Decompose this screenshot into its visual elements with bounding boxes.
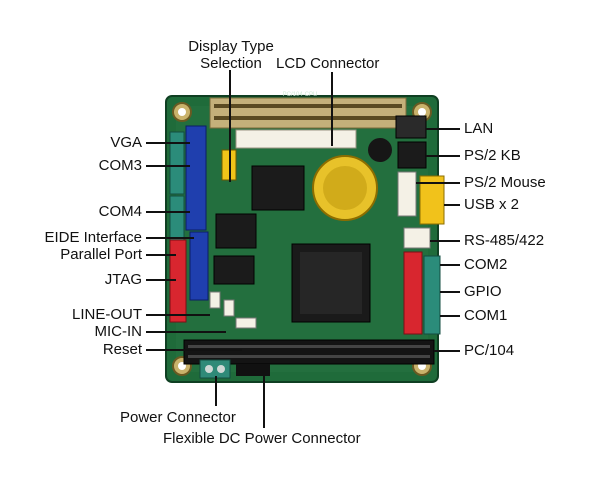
label-com4: COM4: [98, 203, 142, 220]
leader-lcd: [331, 72, 333, 146]
leader-usb: [444, 204, 460, 206]
battery-face: [323, 166, 367, 210]
label-flexible-dc: Flexible DC Power Connector: [163, 430, 361, 447]
pc104-pins: [188, 345, 430, 358]
lcd-white-connector: [235, 129, 357, 149]
teal-left-top: [169, 131, 185, 195]
leader-flex-dc: [263, 376, 265, 428]
power-screw-1: [205, 365, 213, 373]
leader-reset: [146, 349, 242, 351]
label-lcd-connector: LCD Connector: [276, 55, 380, 72]
label-power-connector: Power Connector: [120, 409, 236, 426]
board-silkscreen: PC/104-CPU: [283, 92, 318, 98]
label-pc104: PC/104: [464, 342, 515, 359]
red-header-left: [169, 239, 187, 323]
chip-2: [215, 213, 257, 249]
ps2-kb-connector: [397, 141, 427, 169]
label-gpio: GPIO: [464, 283, 502, 300]
label-display-type-line2: Selection: [200, 55, 262, 72]
lan-jack: [395, 115, 427, 139]
flex-dc-connector: [236, 364, 270, 376]
label-parallel-port: Parallel Port: [60, 246, 142, 263]
label-ps2-kb: PS/2 KB: [464, 147, 521, 164]
label-usb: USB x 2: [464, 196, 520, 213]
lcd-header-pins: [214, 104, 402, 120]
ps2-mouse-connector: [397, 171, 417, 217]
leader-vga: [146, 142, 190, 144]
label-jtag: JTAG: [104, 271, 142, 288]
leader-com2: [440, 264, 460, 266]
audio-jack-2: [223, 299, 235, 317]
label-com3: COM3: [98, 157, 142, 174]
lcd-header: [209, 97, 407, 129]
blue-header-left: [185, 125, 207, 231]
leader-pc104: [434, 350, 460, 352]
leader-ps2-mouse: [416, 182, 460, 184]
leader-com4: [146, 211, 190, 213]
mount-hole-tl-inner: [178, 108, 186, 116]
blue-header-eide: [189, 231, 209, 301]
leader-jtag: [146, 279, 176, 281]
power-screw-2: [217, 365, 225, 373]
chip-3: [213, 255, 255, 285]
mount-hole-tr-inner: [418, 108, 426, 116]
leader-com3: [146, 165, 190, 167]
leader-display-type: [229, 70, 231, 182]
label-display-type-selection: Display Type Selection: [176, 38, 286, 72]
cpu-die: [300, 252, 362, 314]
leader-line-out: [146, 314, 210, 316]
leader-eide: [146, 237, 194, 239]
label-vga: VGA: [110, 134, 142, 151]
label-ps2-mouse: PS/2 Mouse: [464, 174, 546, 191]
label-com2: COM2: [464, 256, 508, 273]
leader-power: [215, 376, 217, 406]
label-lan: LAN: [464, 120, 494, 137]
label-eide-interface: EIDE Interface: [44, 229, 142, 246]
leader-rs485: [430, 240, 460, 242]
label-line-out: LINE-OUT: [71, 306, 142, 323]
usb-connector: [419, 175, 445, 225]
buzzer: [368, 138, 392, 162]
leader-lan: [426, 128, 460, 130]
leader-mic-in: [146, 331, 226, 333]
red-header-right: [403, 251, 423, 335]
leader-parallel: [146, 254, 176, 256]
leader-gpio: [440, 291, 460, 293]
label-reset: Reset: [102, 341, 142, 358]
teal-left-mid: [169, 195, 185, 241]
rs485-connector: [403, 227, 431, 249]
leader-ps2-kb: [426, 155, 460, 157]
teal-right: [423, 255, 441, 335]
label-mic-in: MIC-IN: [94, 323, 143, 340]
label-rs485: RS-485/422: [464, 232, 545, 249]
leader-com1: [440, 315, 460, 317]
reset-jumper: [235, 317, 257, 329]
chip-1: [251, 165, 305, 211]
label-com1: COM1: [464, 307, 508, 324]
audio-jack-1: [209, 291, 221, 309]
label-display-type-line1: Display Type: [188, 38, 274, 55]
